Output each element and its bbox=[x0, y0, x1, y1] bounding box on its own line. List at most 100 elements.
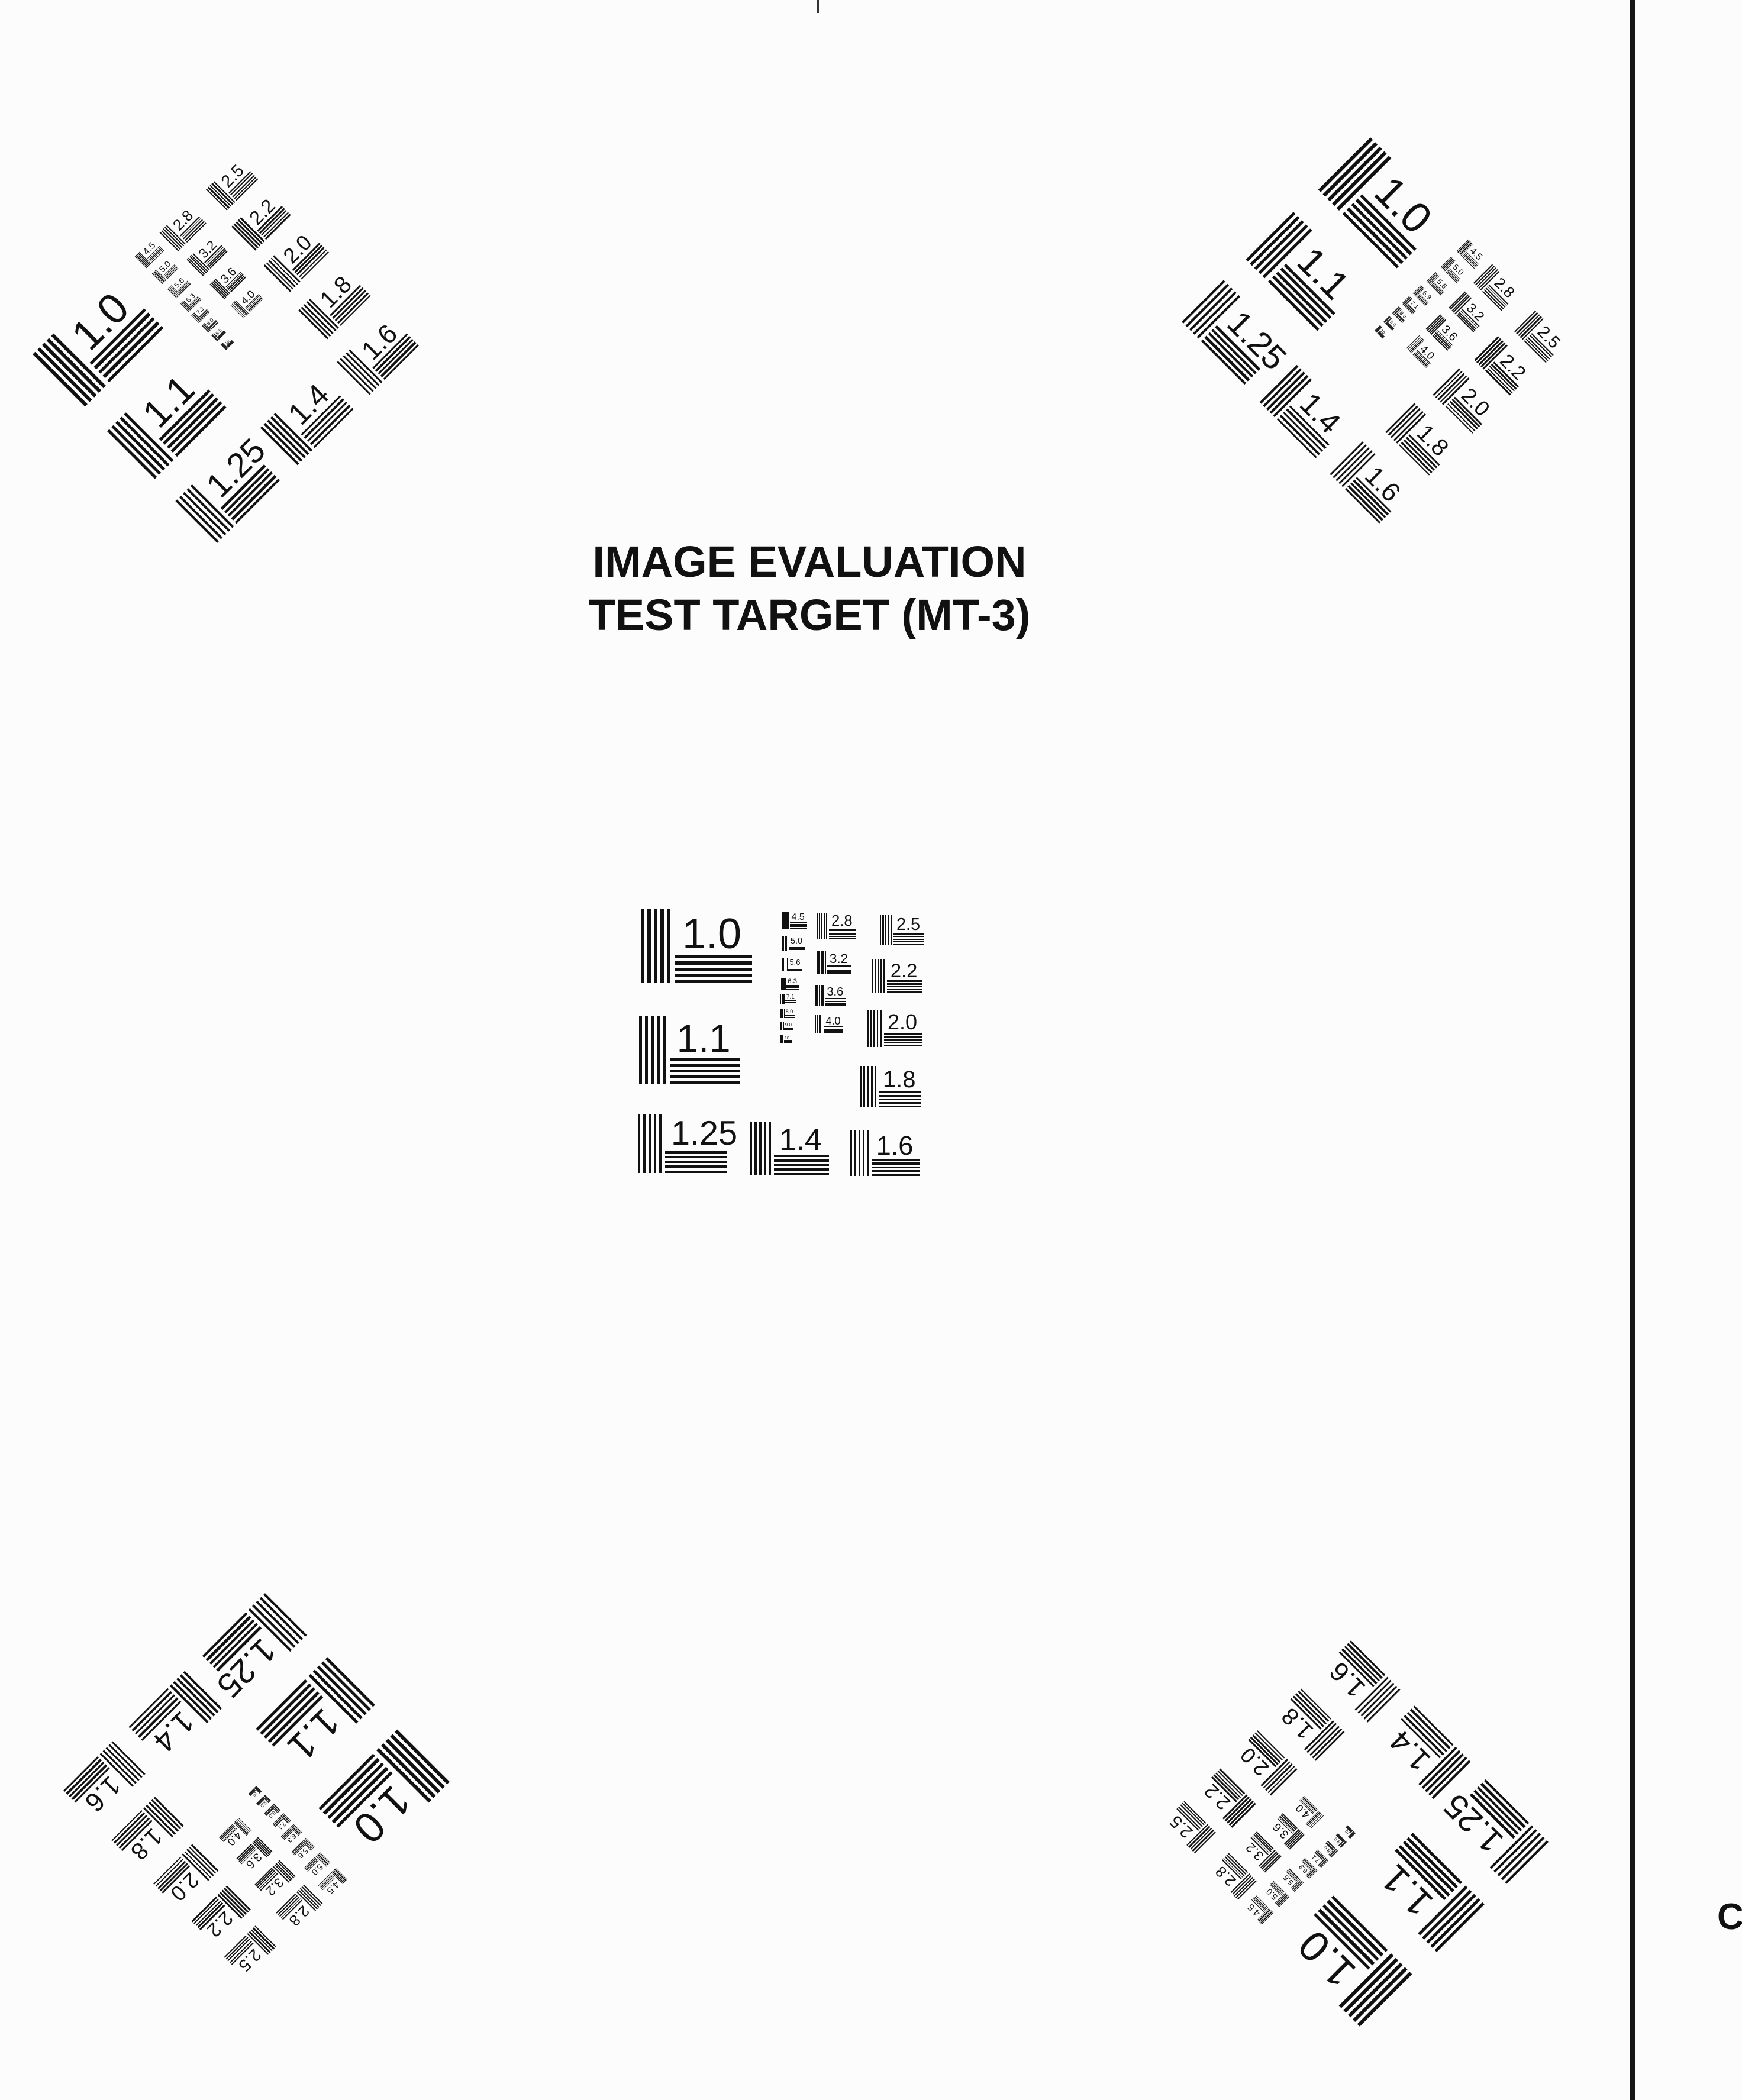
vertical-bar bbox=[782, 994, 783, 1004]
horizontal-bar bbox=[893, 936, 925, 938]
horizontal-bar bbox=[887, 988, 922, 991]
horizontal-bar bbox=[827, 965, 851, 967]
horizontal-bar bbox=[675, 961, 752, 965]
vertical-bar bbox=[817, 951, 818, 975]
patch-label: 1.25 bbox=[1436, 1786, 1511, 1860]
patch-label: 6.3 bbox=[788, 977, 797, 985]
patch-label: 2.8 bbox=[831, 913, 853, 930]
horizontal-bar bbox=[872, 1162, 920, 1165]
vertical-bar bbox=[786, 958, 788, 972]
vertical-bar bbox=[818, 1015, 820, 1033]
horizontal-bar bbox=[670, 1069, 740, 1072]
horizontal-bar bbox=[827, 973, 851, 975]
vertical-bar bbox=[819, 985, 820, 1006]
vertical-bar bbox=[638, 1114, 641, 1173]
horizontal-bar bbox=[887, 980, 922, 982]
top-edge-tick bbox=[817, 0, 819, 13]
vertical-bar bbox=[653, 1114, 657, 1173]
horizontal-bar bbox=[887, 983, 922, 985]
vertical-bar bbox=[858, 1130, 861, 1177]
vertical-bar bbox=[659, 1114, 662, 1173]
vertical-bar bbox=[824, 951, 826, 975]
horizontal-bar bbox=[665, 1161, 727, 1164]
vertical-bar bbox=[874, 1066, 876, 1107]
vertical-bar bbox=[854, 1130, 857, 1177]
vertical-bar bbox=[820, 1015, 821, 1033]
vertical-bar bbox=[782, 936, 783, 951]
vertical-bar bbox=[768, 1122, 771, 1175]
title-line-1: IMAGE EVALUATION bbox=[592, 537, 1027, 586]
horizontal-bar bbox=[872, 1170, 920, 1172]
vertical-bar bbox=[781, 978, 782, 990]
vertical-bar bbox=[875, 959, 876, 993]
horizontal-bar bbox=[825, 1004, 847, 1006]
horizontal-bar bbox=[665, 1170, 727, 1173]
vertical-bar bbox=[815, 1015, 817, 1033]
vertical-bar bbox=[815, 985, 817, 1006]
horizontal-bar bbox=[884, 1033, 922, 1035]
vertical-bar bbox=[782, 978, 783, 990]
patch-label: 8.0 bbox=[785, 1008, 793, 1015]
patch-label: 1.1 bbox=[676, 1017, 731, 1061]
horizontal-bar bbox=[783, 1039, 792, 1041]
horizontal-bar bbox=[824, 1030, 843, 1032]
patch-label: 9.0 bbox=[785, 1022, 792, 1028]
vertical-bar bbox=[654, 909, 657, 983]
horizontal-bar bbox=[879, 1101, 922, 1104]
vertical-bar bbox=[885, 915, 887, 945]
vertical-bar bbox=[783, 994, 784, 1004]
vertical-bar bbox=[817, 985, 818, 1006]
vertical-bar bbox=[780, 1035, 781, 1043]
vertical-bar bbox=[754, 1122, 757, 1175]
horizontal-bar bbox=[785, 1017, 795, 1018]
horizontal-bar bbox=[670, 1075, 740, 1078]
vertical-bar bbox=[781, 1009, 782, 1018]
horizontal-bar bbox=[827, 969, 851, 971]
vertical-bar bbox=[660, 909, 664, 983]
horizontal-bar bbox=[675, 974, 752, 977]
horizontal-bar bbox=[827, 967, 851, 969]
vertical-bar bbox=[647, 909, 651, 983]
vertical-bar bbox=[818, 951, 820, 975]
vertical-bar bbox=[817, 913, 818, 939]
vertical-bar bbox=[820, 951, 822, 975]
horizontal-bar bbox=[824, 1029, 843, 1030]
patch-label: 10 bbox=[785, 1035, 789, 1041]
vertical-bar bbox=[890, 915, 892, 945]
vertical-bar bbox=[750, 1122, 752, 1175]
vertical-bar bbox=[860, 1066, 862, 1107]
patch-label: 2.5 bbox=[896, 915, 921, 935]
horizontal-bar bbox=[824, 1032, 843, 1033]
horizontal-bar bbox=[675, 955, 752, 959]
vertical-bar bbox=[883, 959, 885, 993]
vertical-bar bbox=[643, 1114, 646, 1173]
horizontal-bar bbox=[828, 936, 857, 937]
horizontal-bar bbox=[884, 1042, 922, 1044]
horizontal-bar bbox=[884, 1039, 922, 1041]
patch-label: 1.6 bbox=[876, 1130, 914, 1161]
horizontal-bar bbox=[872, 1158, 920, 1161]
vertical-bar bbox=[821, 913, 822, 939]
vertical-bar bbox=[763, 1122, 766, 1175]
vertical-bar bbox=[880, 915, 882, 945]
patch-label: 1.25 bbox=[1220, 303, 1294, 378]
page-edge-line bbox=[1630, 0, 1635, 2100]
vertical-bar bbox=[876, 1010, 879, 1047]
horizontal-bar bbox=[670, 1080, 740, 1084]
horizontal-bar bbox=[784, 1029, 793, 1030]
horizontal-bar bbox=[893, 943, 925, 945]
patch-label: 4.0 bbox=[825, 1015, 841, 1027]
vertical-bar bbox=[651, 1016, 654, 1084]
vertical-bar bbox=[825, 913, 827, 939]
vertical-bar bbox=[888, 915, 889, 945]
vertical-bar bbox=[866, 1130, 869, 1177]
horizontal-bar bbox=[789, 949, 805, 950]
horizontal-bar bbox=[789, 948, 805, 949]
horizontal-bar bbox=[774, 1172, 830, 1175]
vertical-bar bbox=[788, 912, 789, 929]
vertical-bar bbox=[872, 959, 873, 993]
vertical-bar bbox=[821, 985, 822, 1006]
vertical-bar bbox=[870, 1066, 873, 1107]
horizontal-bar bbox=[887, 986, 922, 988]
